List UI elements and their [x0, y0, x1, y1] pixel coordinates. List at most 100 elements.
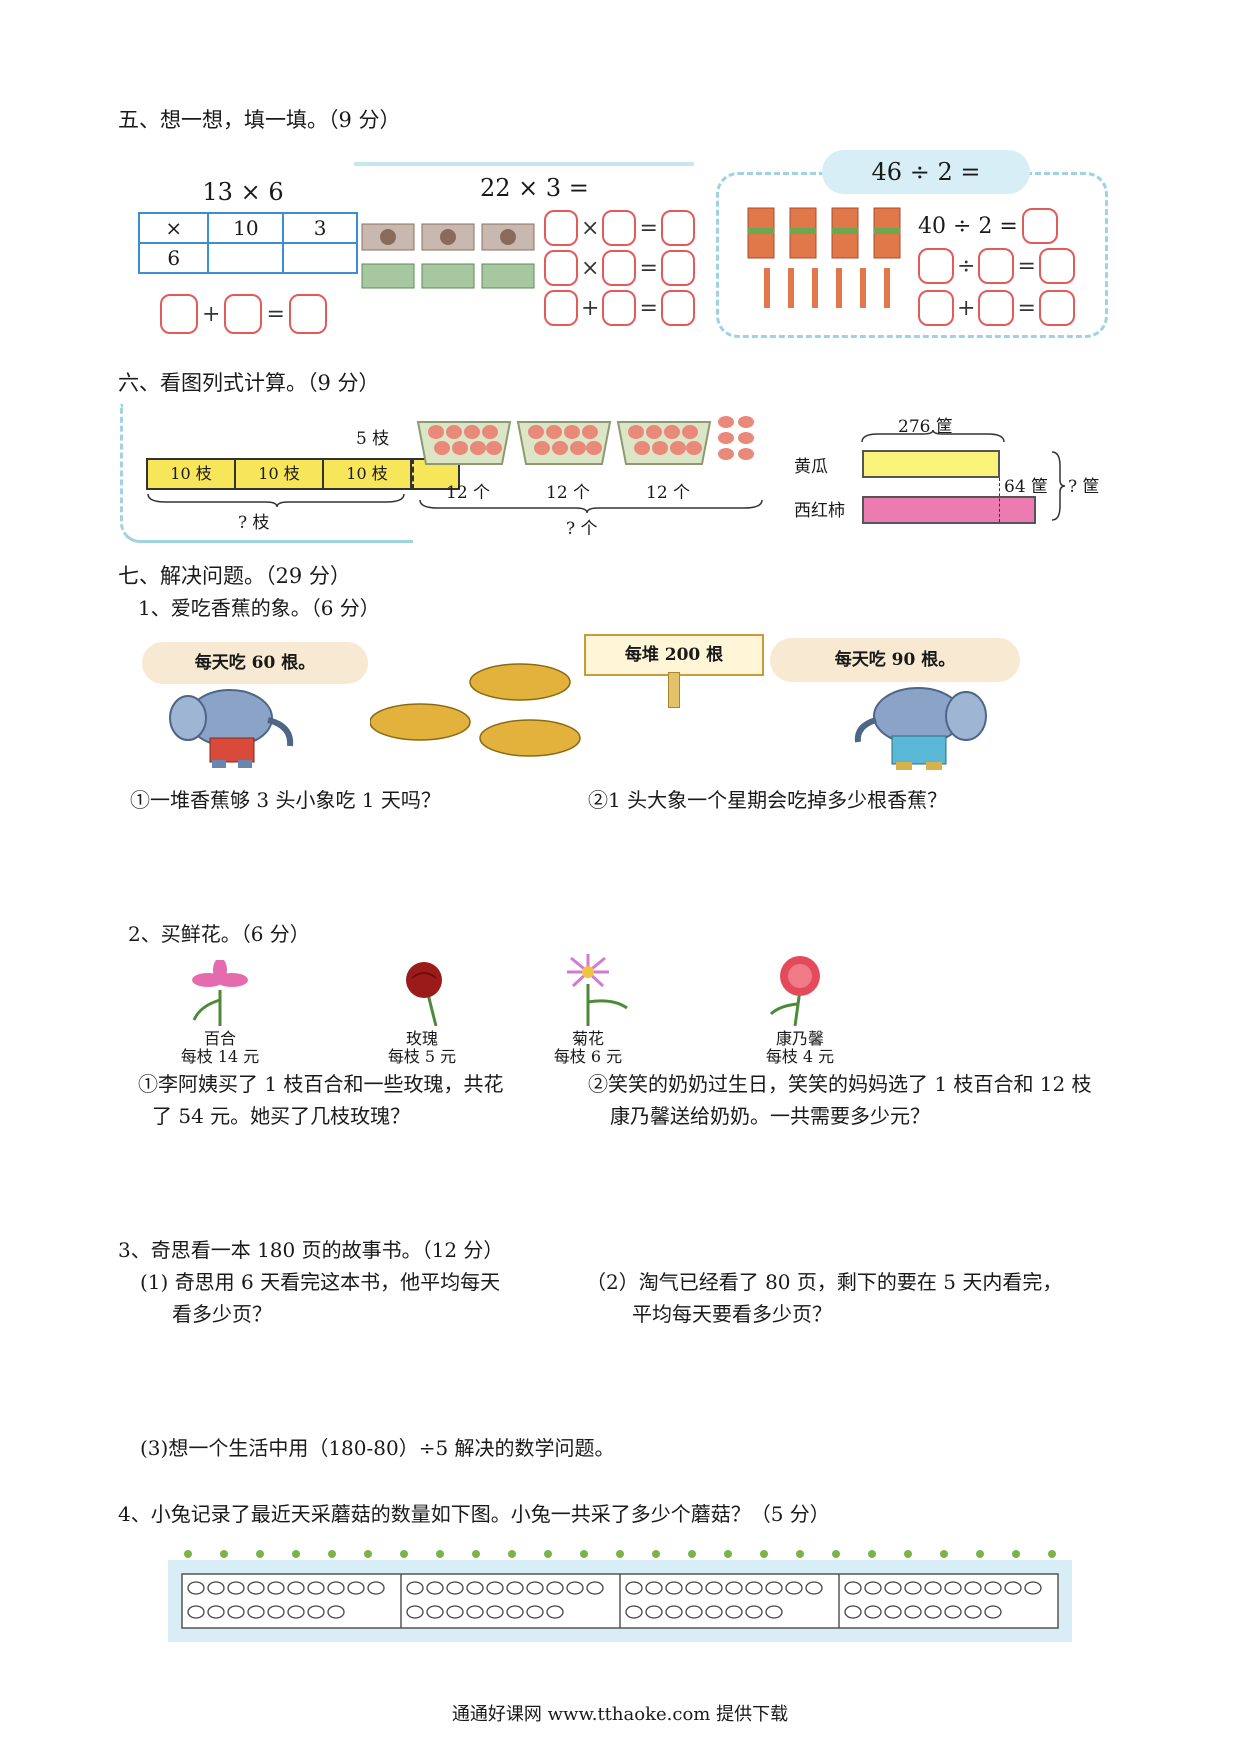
answer-box[interactable] — [978, 248, 1015, 284]
tally-circle — [466, 1605, 484, 1619]
answer-box[interactable] — [544, 250, 578, 286]
money-equations: × = × = + = — [544, 210, 695, 326]
top-total-label: 276 筐 — [898, 417, 953, 437]
tally-circle — [426, 1605, 444, 1619]
tally-circle — [665, 1605, 683, 1619]
flower-name: 百合 — [203, 1029, 236, 1048]
q2-part-a-line2: 了 54 元。她买了几枝玫瑰？ — [152, 1104, 411, 1128]
tally-circle — [406, 1581, 424, 1595]
tally-circle — [964, 1605, 982, 1619]
pencil-total-brace — [147, 493, 405, 508]
tally-circle — [745, 1605, 763, 1619]
answer-box[interactable] — [660, 210, 695, 246]
flower-chrysanthemum: 菊花 每枝 6 元 — [530, 952, 646, 1066]
small-elephant-illustration — [169, 689, 294, 768]
cucumber-bar — [862, 450, 1000, 478]
small-elephant-bubble: 每天吃 60 根。 — [142, 642, 368, 684]
tally-circle — [685, 1605, 703, 1619]
tally-circle — [287, 1605, 305, 1619]
plus-sign: + — [957, 295, 976, 321]
grid-header-3: 3 — [282, 212, 358, 244]
answer-box[interactable] — [602, 210, 637, 246]
answer-box[interactable] — [918, 290, 954, 326]
diff-label: 64 筐 — [1004, 477, 1049, 497]
tally-circle — [426, 1581, 444, 1595]
q2-part-b-line1: ②笑笑的奶奶过生日，笑笑的妈妈选了 1 枝百合和 12 枝 — [588, 1072, 1092, 1096]
tally-circle — [844, 1605, 862, 1619]
mushroom-record-figure — [168, 1550, 1072, 1642]
pencil-segment: 10 枝 — [324, 458, 412, 490]
sign-post — [668, 672, 680, 708]
tally-circle — [566, 1581, 584, 1595]
section7-heading: 七、解决问题。（29 分） — [118, 564, 351, 588]
pencil-segment: 10 枝 — [236, 458, 324, 490]
flower-price: 每枝 14 元 — [180, 1047, 260, 1066]
sum-row: + = — [160, 294, 327, 334]
answer-box[interactable] — [1021, 208, 1058, 244]
tally-circle — [725, 1581, 743, 1595]
answer-box[interactable] — [544, 290, 578, 326]
answer-box[interactable] — [660, 250, 695, 286]
tally-circle — [267, 1581, 285, 1595]
rose-icon — [406, 962, 442, 1027]
tally-circle — [984, 1581, 1002, 1595]
right-brace — [1051, 451, 1066, 521]
times-sign: × — [581, 255, 600, 281]
tally-circle — [645, 1605, 663, 1619]
tally-circle — [864, 1605, 882, 1619]
flower-lily: 百合 每枝 14 元 — [168, 958, 272, 1066]
egg-tray — [516, 421, 612, 465]
q3-part-c: (3)想一个生活中用（180-80）÷5 解决的数学问题。 — [140, 1436, 615, 1460]
answer-box[interactable] — [224, 294, 263, 334]
answer-box[interactable] — [660, 290, 695, 326]
tally-circle — [506, 1581, 524, 1595]
q2-part-b-line2: 康乃馨送给奶奶。一共需要多少元？ — [610, 1104, 930, 1128]
answer-box[interactable] — [544, 210, 578, 246]
tally-circle — [327, 1605, 345, 1619]
tomato-bar — [862, 496, 1036, 524]
answer-box[interactable] — [918, 248, 954, 284]
answer-box[interactable] — [288, 294, 327, 334]
tally-circle — [187, 1581, 205, 1595]
grid-answer-cell[interactable] — [207, 242, 285, 274]
q1-part-a: ①一堆香蕉够 3 头小象吃 1 天吗？ — [130, 788, 441, 812]
answer-box[interactable] — [1038, 248, 1075, 284]
egg-tray — [616, 421, 712, 465]
q3-part-b-line1: （2）淘气已经看了 80 页，剩下的要在 5 天内看完， — [586, 1270, 1063, 1294]
egg-tray-label: 12 个 — [446, 483, 491, 503]
section6-heading: 六、看图列式计算。（9 分） — [118, 371, 380, 395]
banana-sign: 每堆 200 根 — [584, 634, 764, 676]
answer-box[interactable] — [602, 290, 637, 326]
tally-circle — [267, 1605, 285, 1619]
multiply-grid: × 10 3 6 — [137, 212, 358, 274]
tally-circle — [347, 1581, 365, 1595]
q3-part-a-line1: (1) 奇思用 6 天看完这本书，他平均每天 — [140, 1270, 501, 1294]
banana-piles-illustration — [370, 663, 581, 757]
tally-circle — [207, 1605, 225, 1619]
tally-circle — [227, 1581, 245, 1595]
frame-top-line — [354, 162, 694, 168]
tally-circle — [665, 1581, 683, 1595]
tally-circle — [625, 1605, 643, 1619]
q4-title: 4、小兔记录了最近天采蘑菇的数量如下图。小兔一共采了多少个蘑菇？（5 分） — [118, 1502, 830, 1526]
answer-box[interactable] — [1038, 290, 1075, 326]
tally-circle — [506, 1605, 524, 1619]
problem-13x6: 13 × 6 × 10 3 6 — [137, 178, 358, 274]
tally-circle — [805, 1581, 823, 1595]
egg-tray — [416, 421, 512, 465]
answer-box[interactable] — [160, 294, 198, 334]
tally-circle — [247, 1605, 265, 1619]
tally-circle — [984, 1605, 1002, 1619]
tally-circle — [307, 1605, 325, 1619]
tally-circle — [924, 1581, 942, 1595]
answer-box[interactable] — [978, 290, 1015, 326]
tally-circle — [765, 1581, 783, 1595]
tally-circle — [367, 1581, 385, 1595]
answer-box[interactable] — [602, 250, 637, 286]
tally-circle — [904, 1581, 922, 1595]
grid-answer-cell[interactable] — [282, 242, 358, 274]
single-sticks — [764, 268, 890, 308]
flower-rose: 玫瑰 每枝 5 元 — [370, 960, 474, 1066]
top-brace — [861, 430, 1005, 443]
tally-circle — [406, 1605, 424, 1619]
